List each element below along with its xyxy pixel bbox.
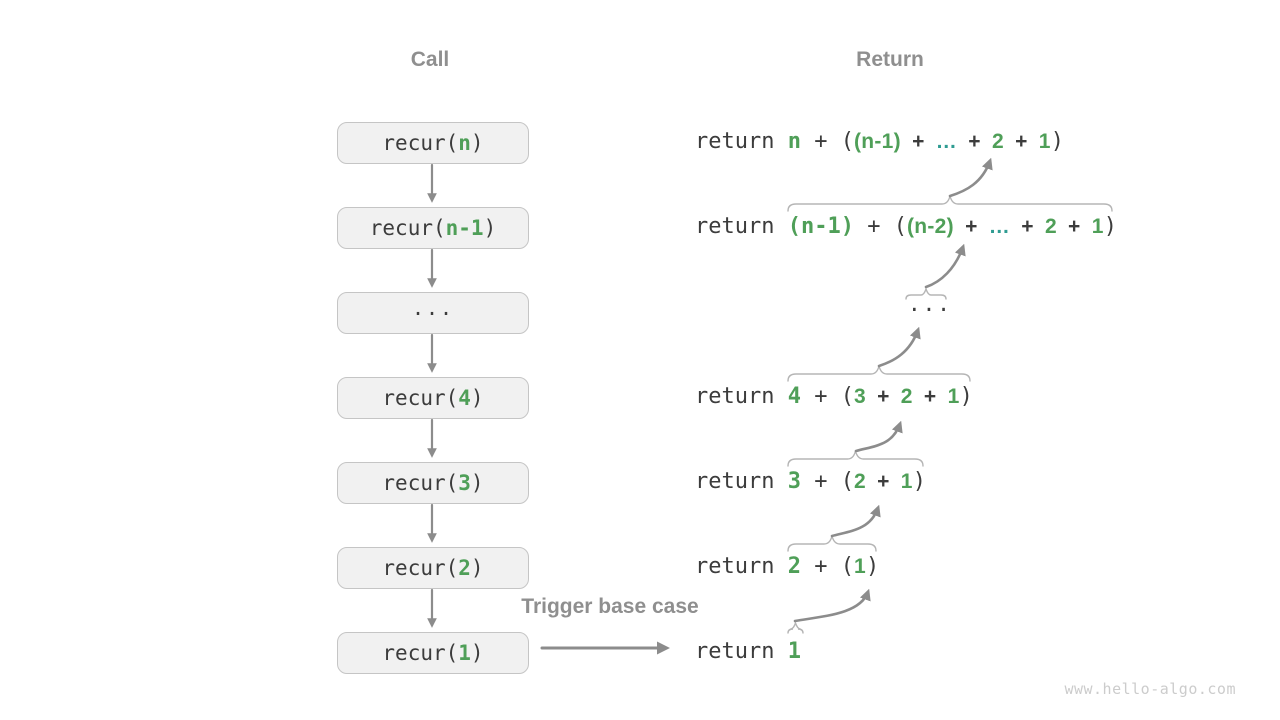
code-text: ) — [470, 641, 484, 665]
over-brace — [787, 535, 877, 552]
code-text: + — [957, 130, 992, 153]
code-text: return — [695, 129, 788, 154]
code-text: + — [900, 130, 936, 153]
call-box-recur-4: recur(4) — [337, 377, 529, 419]
code-text: + — [953, 215, 989, 238]
code-text: recur( — [382, 131, 459, 155]
code-value: (n-2) — [906, 215, 954, 238]
code-value: 3 — [853, 385, 866, 408]
code-text: ... — [411, 296, 455, 320]
return-line-return-2: return 2 + (1) — [695, 554, 879, 584]
code-text: return — [695, 384, 788, 409]
code-value: 2 — [991, 130, 1004, 153]
code-value: (n-1) — [787, 214, 854, 239]
return-line-return-3: return 3 + (2 + 1) — [695, 469, 926, 499]
code-value: 4 — [787, 384, 801, 409]
code-value: 1 — [1038, 130, 1051, 153]
code-value: 3 — [458, 471, 471, 495]
code-text: + ( — [853, 214, 907, 239]
code-value: n — [787, 129, 801, 154]
code-text: + — [912, 385, 948, 408]
code-value: 1 — [1091, 215, 1104, 238]
code-text: + ( — [800, 129, 854, 154]
call-column-header: Call — [410, 48, 450, 71]
code-text: … — [935, 130, 958, 153]
call-box-ellipsis: ... — [337, 292, 529, 334]
code-text: recur( — [382, 386, 459, 410]
code-text: ... — [908, 292, 952, 316]
code-value: 1 — [900, 470, 913, 493]
over-brace — [787, 195, 1113, 212]
code-value: 2 — [458, 556, 471, 580]
code-text: + ( — [800, 469, 854, 494]
code-value: 4 — [458, 386, 471, 410]
code-text: return — [695, 639, 788, 664]
code-text: return — [695, 214, 788, 239]
return-flow-arrow — [924, 243, 966, 289]
code-text: + — [1003, 130, 1039, 153]
code-text: ) — [470, 471, 484, 495]
code-text: + ( — [800, 554, 854, 579]
call-box-recur-n: recur(n) — [337, 122, 529, 164]
call-box-recur-1: recur(1) — [337, 632, 529, 674]
code-value: 1 — [458, 641, 471, 665]
over-brace — [787, 620, 804, 634]
code-text: ) — [470, 386, 484, 410]
code-text: ) — [470, 556, 484, 580]
code-text: ) — [1050, 129, 1065, 154]
over-brace — [787, 450, 924, 467]
over-brace — [787, 365, 971, 382]
code-text: return — [695, 469, 788, 494]
call-box-recur-3: recur(3) — [337, 462, 529, 504]
code-text: + — [1010, 215, 1045, 238]
code-text: ) — [470, 131, 484, 155]
code-value: 3 — [787, 469, 801, 494]
code-value: 2 — [853, 470, 866, 493]
code-text: ) — [865, 554, 880, 579]
code-text: return — [695, 554, 788, 579]
code-text: + — [865, 385, 901, 408]
return-flow-arrow — [793, 588, 871, 623]
code-value: 1 — [947, 385, 960, 408]
code-text: recur( — [382, 641, 459, 665]
code-value: n — [458, 131, 471, 155]
code-text: ) — [912, 469, 927, 494]
return-line-return-ellipsis: ... — [908, 292, 952, 329]
code-text: recur( — [369, 216, 446, 240]
return-line-return-4: return 4 + (3 + 2 + 1) — [695, 384, 973, 414]
call-box-recur-n-1: recur(n-1) — [337, 207, 529, 249]
watermark: www.hello-algo.com — [1064, 680, 1236, 698]
return-line-return-n-1: return (n-1) + ((n-2) + … + 2 + 1) — [695, 214, 1117, 244]
code-text: … — [988, 215, 1011, 238]
code-text: ) — [959, 384, 973, 409]
return-flow-arrow — [948, 157, 993, 198]
call-box-recur-2: recur(2) — [337, 547, 529, 589]
code-text: ) — [1103, 214, 1117, 239]
code-value: 2 — [1044, 215, 1057, 238]
code-value: 2 — [900, 385, 913, 408]
code-value: (n-1) — [853, 130, 901, 153]
code-text: + ( — [800, 384, 854, 409]
code-text: + — [1056, 215, 1092, 238]
return-flow-arrow — [830, 504, 881, 538]
code-text: recur( — [382, 471, 459, 495]
code-value: 1 — [787, 639, 801, 664]
code-text: + — [865, 470, 901, 493]
return-column-header: Return — [856, 48, 924, 71]
return-line-return-n: return n + ((n-1) + … + 2 + 1) — [695, 129, 1064, 159]
trigger-base-case-label: Trigger base case — [521, 595, 699, 618]
code-value: 1 — [853, 555, 866, 578]
code-text: recur( — [382, 556, 459, 580]
return-line-return-1: return 1 — [695, 639, 801, 669]
code-text: ) — [483, 216, 497, 240]
return-flow-arrow — [854, 420, 903, 453]
return-flow-arrow — [877, 326, 921, 368]
code-value: 2 — [787, 554, 801, 579]
code-value: n-1 — [445, 216, 484, 240]
